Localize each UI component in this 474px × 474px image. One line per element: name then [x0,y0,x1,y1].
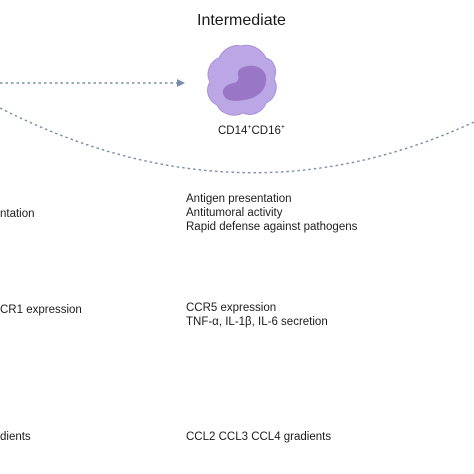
receptor-item: CCR5 expression [186,302,277,314]
cell-type-title: Intermediate [197,12,286,29]
functions-list: Antigen presentation Antitumoral activit… [186,192,357,234]
marker-cd14-sup: + [247,124,252,131]
left-row-functions: ntation [0,208,35,220]
monocyte-cell-icon [207,44,277,116]
arrow-head-icon [177,79,185,87]
receptors-list: CCR5 expression TNF-α, IL-1β, IL-6 secre… [186,301,328,329]
left-row-receptors: CR1 expression [0,304,82,316]
marker-cd16: CD16 [251,125,281,137]
cell-marker-label: CD14+CD16+ [218,124,285,138]
left-row-gradients: dients [0,431,31,443]
function-item: Rapid defense against pathogens [186,221,358,233]
receptor-item: TNF-α, IL-1β, IL-6 secretion [186,316,328,328]
gradients-list: CCL2 CCL3 CCL4 gradients [186,430,331,444]
function-item: Antitumoral activity [186,207,283,219]
function-item: Antigen presentation [186,193,292,205]
curved-arrow-line [0,107,474,174]
marker-cd14: CD14 [218,125,248,137]
gradient-item: CCL2 CCL3 CCL4 gradients [186,431,332,443]
marker-cd16-sup: + [280,124,285,131]
